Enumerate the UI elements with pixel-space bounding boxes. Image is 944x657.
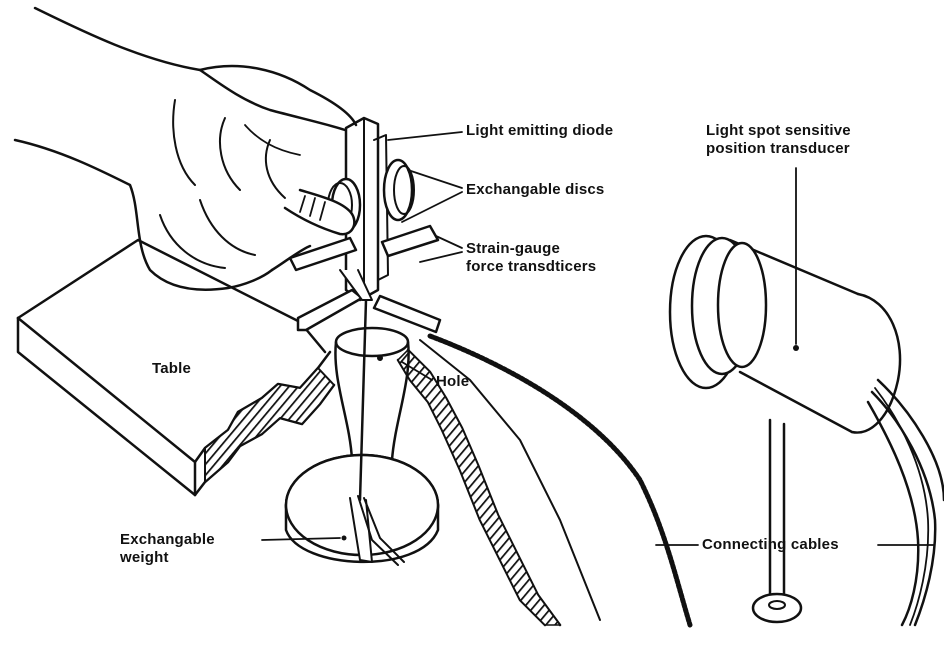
- hole-funnel: [334, 326, 410, 462]
- label-exchangable-discs: Exchangable discs: [466, 181, 605, 198]
- suspension-wire: [358, 298, 368, 502]
- label-connecting-cables: Connecting cables: [702, 536, 839, 553]
- hand: [13, 6, 358, 291]
- label-transducer-line2: position transducer: [706, 140, 850, 157]
- label-strain-gauge-line1: Strain-gauge: [466, 240, 561, 257]
- label-hole: Hole: [436, 373, 470, 390]
- connecting-cables: [427, 333, 944, 628]
- position-transducer: [668, 234, 902, 434]
- leader-lines: [261, 131, 935, 546]
- exchangable-weight-disc: [284, 453, 440, 566]
- transducer-stand: [751, 418, 803, 624]
- label-exchangable-weight-line2: weight: [120, 549, 169, 566]
- label-light-emitting-diode: Light emitting diode: [466, 122, 614, 139]
- label-transducer-line1: Light spot sensitive: [706, 122, 851, 139]
- table-slab: [16, 238, 601, 627]
- label-exchangable-weight-line1: Exchangable: [120, 531, 215, 548]
- instrument-holder: [288, 116, 442, 334]
- label-table: Table: [152, 360, 192, 377]
- label-strain-gauge-line2: force transdticers: [466, 258, 597, 275]
